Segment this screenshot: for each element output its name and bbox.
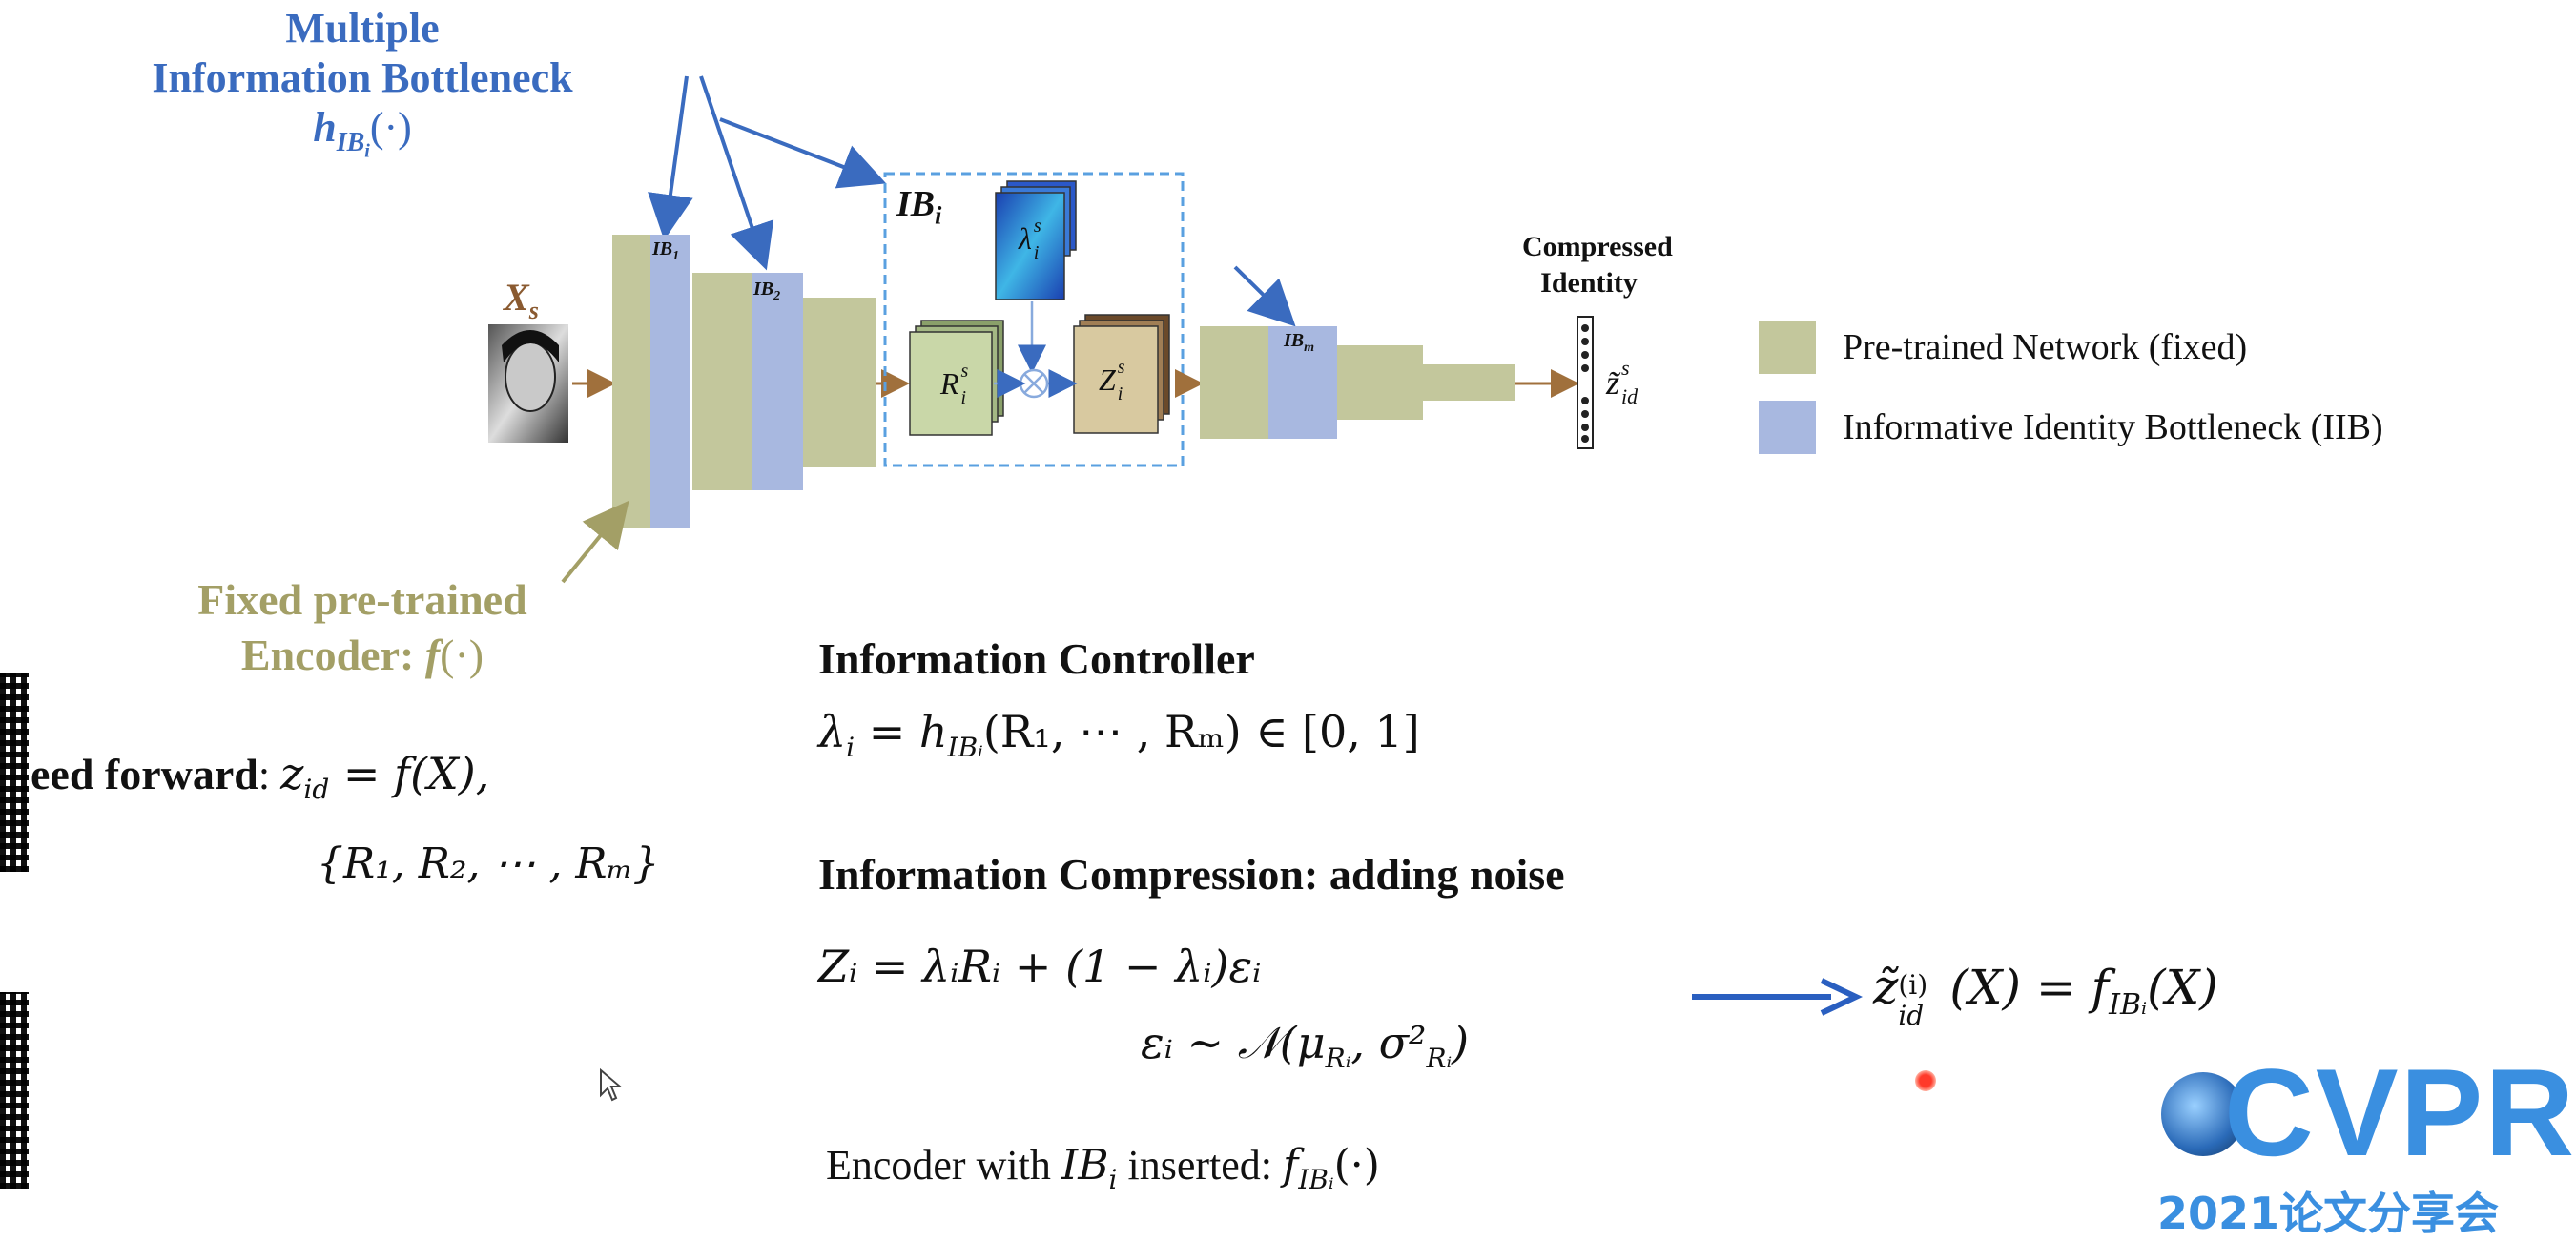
feed-forward-label: eed forward: [31, 750, 258, 798]
result-arrow: [1692, 978, 1864, 1016]
ib1-block: [650, 235, 690, 528]
legend-item-iib: Informative Identity Bottleneck (IIB): [1759, 401, 2383, 454]
mib-arrow-4: [1233, 265, 1296, 327]
fixed-encoder-line2: Encoder: f(·): [240, 631, 484, 679]
legend-label-pretrained: Pre-trained Network (fixed): [1843, 327, 2248, 367]
mib-arrow-1: [648, 75, 693, 240]
cvpr-logo-text: CVPR: [2224, 1043, 2576, 1182]
mib-arrow-3: [719, 117, 887, 189]
identity-vector-dots: [1581, 324, 1589, 443]
legend-swatch-iib: [1759, 401, 1816, 454]
encoder-block-6: [1423, 364, 1515, 401]
lambda-map: [995, 192, 1065, 300]
fixed-encoder-arrow: [561, 500, 629, 584]
qr-code-top: [0, 673, 29, 872]
face-shape: [505, 342, 556, 412]
ib2-label: IB2: [753, 279, 781, 303]
legend: Pre-trained Network (fixed) Informative …: [1759, 321, 2383, 454]
result-eq: z̃(i)id(X) = fIBᵢ(X): [1873, 960, 2218, 1031]
mouse-cursor-icon: [600, 1067, 623, 1102]
compression-eq1: Zᵢ = λᵢRᵢ + (1 − λᵢ)εᵢ: [818, 941, 1262, 992]
mib-title-line1: Multiple: [285, 5, 440, 52]
architecture-diagram: [488, 75, 1594, 584]
legend-label-iib: Informative Identity Bottleneck (IIB): [1843, 407, 2383, 447]
ibm-block: [1268, 326, 1337, 439]
cvpr-logo: CVPR 2021论文分享会: [2133, 1045, 2574, 1239]
compressed-identity-label: Compressed Identity: [1522, 231, 1673, 299]
ibi-box: [883, 172, 1185, 467]
cvpr-globe-icon: [2161, 1072, 2245, 1156]
ibm-label: IBm: [1284, 330, 1315, 355]
encoder-block-5: [1337, 345, 1423, 420]
mib-title-line2: Information Bottleneck: [152, 54, 573, 101]
feed-forward-eq: eed forward: zid = f(X),: [31, 748, 490, 806]
mib-title: Multiple Information Bottleneck hIBi(·): [124, 4, 601, 176]
hair-shape: [502, 330, 559, 362]
ib2-block: [752, 273, 803, 490]
encoder-block-2: [692, 273, 752, 490]
encoder-block-4: [1200, 326, 1268, 439]
legend-swatch-pretrained: [1759, 321, 1816, 374]
ib1-label: IB1: [652, 238, 680, 263]
otimes-x2: [1023, 373, 1044, 394]
feed-forward-eq1: zid = f(X),: [280, 748, 490, 806]
input-label: Xs: [504, 276, 539, 324]
mib-func: hIBi(·): [313, 104, 412, 162]
result-arrow-head: [1820, 978, 1864, 1016]
z-map: [1073, 325, 1159, 434]
qr-code-bottom: [0, 992, 29, 1189]
fixed-encoder-label: Fixed pre-trained Encoder: f(·): [124, 572, 601, 683]
controller-title: Information Controller: [818, 634, 1255, 683]
compression-eq2: εᵢ ∼ 𝒩(μRᵢ, σ²Rᵢ): [1141, 1017, 1470, 1075]
identity-vector: [1577, 316, 1594, 449]
ibi-label: IBi: [896, 184, 942, 230]
encoder-block-3: [803, 298, 876, 467]
feed-forward-eq2: {R₁, R₂, ⋯ , Rₘ}: [317, 839, 660, 888]
legend-item-pretrained: Pre-trained Network (fixed): [1759, 321, 2383, 374]
encoder-note: Encoder with IBi inserted: fIBᵢ(·): [826, 1141, 1380, 1195]
controller-eq: λi = hIBᵢ(R₁, ⋯ , Rₘ) ∈ [0, 1]: [818, 706, 1420, 764]
r-map: [909, 331, 993, 436]
encoder-block-1: [612, 235, 650, 528]
cvpr-logo-subtitle: 2021论文分享会: [2157, 1188, 2500, 1239]
compression-title: Information Compression: adding noise: [818, 850, 1565, 899]
laser-pointer-dot: [1915, 1070, 1936, 1091]
mib-arrow-2: [699, 75, 774, 271]
